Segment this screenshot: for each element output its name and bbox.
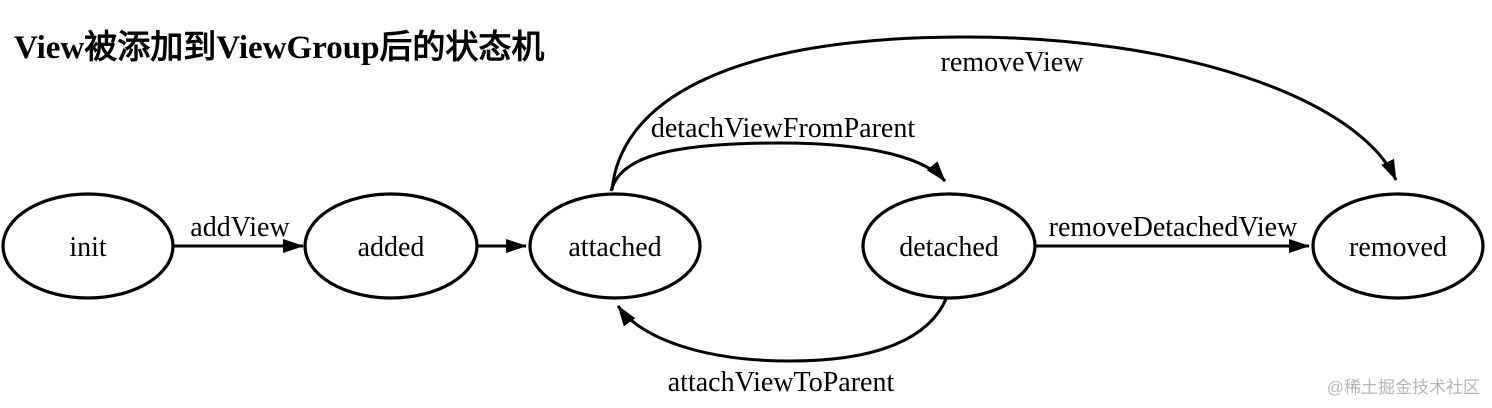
state-ellipse-removed: [1311, 192, 1485, 300]
state-label-attached: attached: [568, 232, 661, 263]
state-ellipse-detached: [861, 192, 1037, 300]
edge-addview: addView: [174, 212, 304, 253]
state-label-init: init: [69, 232, 107, 263]
edge-attachviewtoparent-path: [616, 298, 948, 363]
edge-detachviewfromparent-path: [609, 141, 947, 192]
edge-removeview: removeView: [610, 35, 1398, 191]
state-node-added: added: [303, 192, 479, 300]
state-ellipse-init: [1, 192, 175, 300]
state-label-removed: removed: [1349, 232, 1447, 263]
edge-removeview-path: [610, 35, 1398, 191]
edge-attachviewtoparent-label: attachViewToParent: [668, 367, 895, 398]
state-label-added: added: [358, 232, 425, 263]
state-label-detached: detached: [899, 232, 999, 263]
state-ellipse-added: [303, 192, 479, 300]
edge-attachviewtoparent: attachViewToParent: [616, 298, 948, 398]
state-node-detached: detached: [861, 192, 1037, 300]
edge-removeview-label: removeView: [941, 47, 1085, 78]
watermark: @稀土掘金技术社区: [1326, 378, 1480, 397]
state-node-removed: removed: [1311, 192, 1485, 300]
state-node-attached: attached: [528, 192, 702, 300]
diagram-title: View被添加到ViewGroup后的状态机: [14, 30, 545, 66]
edge-detachviewfromparent: detachViewFromParent: [609, 113, 947, 192]
edge-removedetachedview-label: removeDetachedView: [1049, 212, 1298, 243]
edge-addview-label: addView: [190, 212, 290, 243]
state-ellipse-attached: [528, 192, 702, 300]
edge-detachviewfromparent-label: detachViewFromParent: [651, 113, 915, 144]
state-node-init: init: [1, 192, 175, 300]
edge-removedetachedview: removeDetachedView: [1035, 212, 1310, 253]
